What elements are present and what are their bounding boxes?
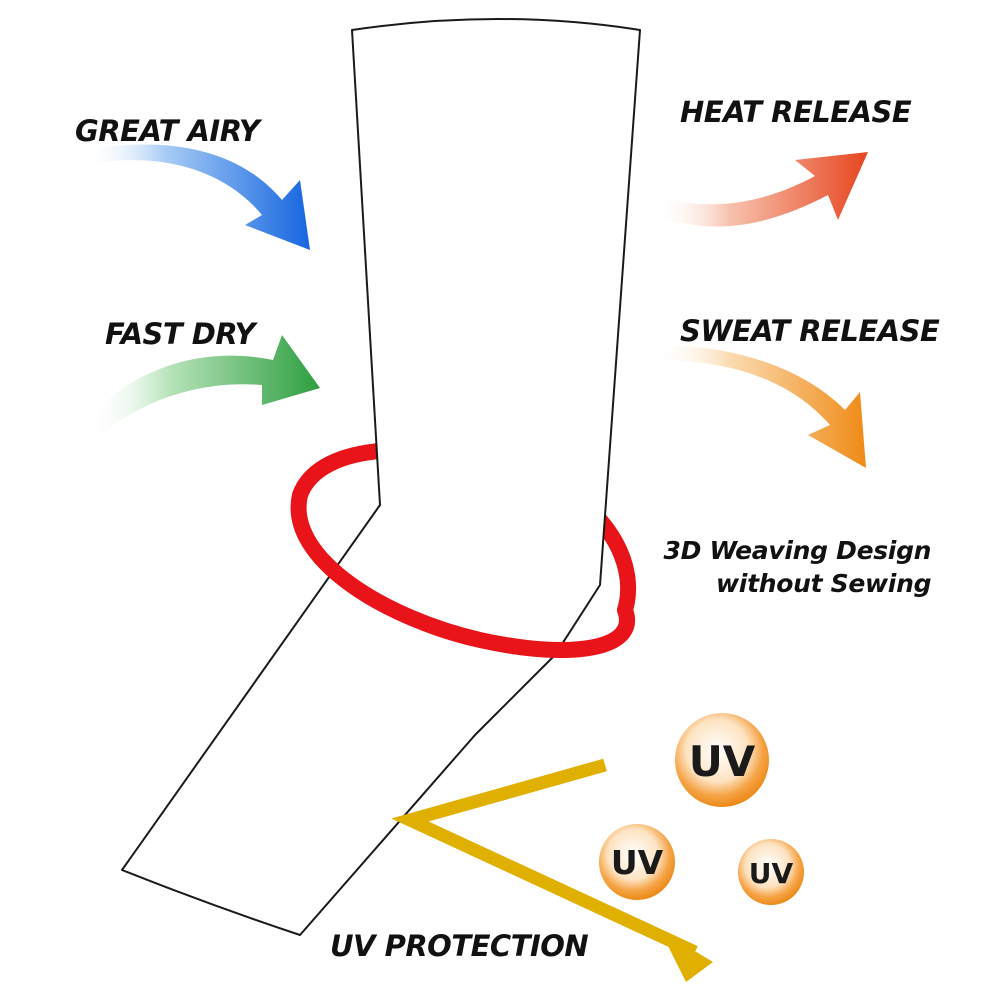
uv-badge-small-text: UV bbox=[749, 857, 794, 890]
uv-badge-small: UV bbox=[738, 839, 804, 905]
uv-deflect-arrow bbox=[391, 758, 713, 982]
arm-sleeve bbox=[121, 18, 641, 936]
fast-dry-arrow bbox=[88, 335, 320, 440]
great-airy-arrow bbox=[85, 144, 310, 250]
label-weaving-line2: without Sewing bbox=[716, 568, 932, 598]
label-heat-release: HEAT RELEASE bbox=[680, 95, 912, 129]
uv-badge-large-text: UV bbox=[689, 737, 756, 786]
sweat-release-arrow bbox=[655, 345, 866, 468]
label-fast-dry: FAST DRY bbox=[105, 317, 256, 351]
uv-badge-large: UV bbox=[675, 713, 769, 807]
label-sweat-release: SWEAT RELEASE bbox=[680, 314, 940, 348]
label-weaving-line1: 3D Weaving Design bbox=[663, 536, 932, 565]
heat-release-arrow bbox=[655, 152, 868, 227]
label-uv-protection: UV PROTECTION bbox=[330, 929, 589, 963]
uv-badge-medium: UV bbox=[599, 824, 675, 900]
uv-badge-medium-text: UV bbox=[611, 843, 664, 882]
label-weaving: 3D Weaving Design without Sewing bbox=[620, 535, 932, 600]
label-great-airy: GREAT AIRY bbox=[75, 114, 260, 148]
ring-front bbox=[290, 487, 635, 658]
